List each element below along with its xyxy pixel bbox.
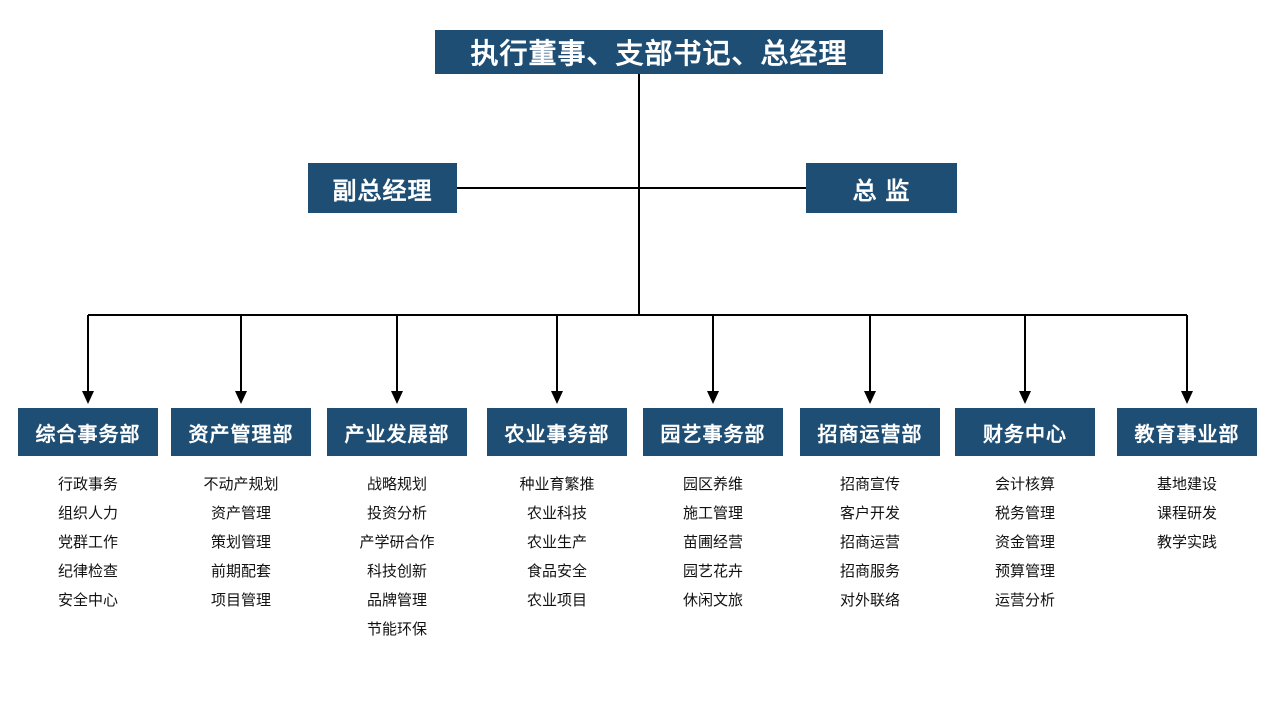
- dept-sub-item: 教学实践: [1156, 534, 1217, 551]
- dept-sub-item: 招商服务: [839, 563, 900, 580]
- dept-sub-item: 食品安全: [526, 563, 587, 580]
- dept-box-label: 招商运营部: [817, 423, 923, 446]
- dept-sub-item: 招商宣传: [839, 476, 900, 493]
- dept-box-1: 综合事务部: [18, 408, 158, 456]
- dept-sub-item: 安全中心: [57, 592, 118, 609]
- dept-box-label: 农业事务部: [504, 423, 610, 446]
- dept-sub-item: 施工管理: [682, 505, 743, 522]
- dept-sub-item: 品牌管理: [366, 592, 427, 609]
- dept-sub-item: 课程研发: [1156, 505, 1217, 522]
- dept-sub-item: 资产管理: [210, 505, 271, 522]
- dept-sub-item: 农业生产: [526, 534, 587, 551]
- connector-arrows: [82, 315, 1193, 404]
- dept-box-label: 资产管理部: [188, 423, 294, 446]
- dept-box-6: 招商运营部: [800, 408, 940, 456]
- dept-sub-list: 招商宣传客户开发招商运营招商服务对外联络: [795, 470, 945, 615]
- dept-sub-item: 节能环保: [366, 621, 427, 638]
- root-box-label: 执行董事、支部书记、总经理: [470, 38, 848, 69]
- dept-box-label: 园艺事务部: [660, 423, 766, 446]
- dept-sub-item: 税务管理: [994, 505, 1055, 522]
- dept-box-3: 产业发展部: [327, 408, 467, 456]
- dept-sub-item: 园区养维: [682, 476, 743, 493]
- dept-sub-list: 战略规划投资分析产学研合作科技创新品牌管理节能环保: [322, 470, 472, 644]
- dept-sub-item: 客户开发: [839, 505, 900, 522]
- root-box: 执行董事、支部书记、总经理: [435, 30, 883, 74]
- dept-sub-item: 前期配套: [210, 563, 271, 580]
- dept-sub-item: 不动产规划: [203, 476, 279, 493]
- dept-box-label: 产业发展部: [344, 423, 450, 446]
- dept-sub-item: 预算管理: [994, 563, 1055, 580]
- dept-sub-item: 基地建设: [1156, 476, 1217, 493]
- dept-sub-list: 不动产规划资产管理策划管理前期配套项目管理: [166, 470, 316, 615]
- dept-box-label: 综合事务部: [35, 423, 141, 446]
- dept-sub-item: 种业育繁推: [519, 476, 595, 493]
- dept-sub-list: 行政事务组织人力党群工作纪律检查安全中心: [13, 470, 163, 615]
- dept-sub-list: 园区养维施工管理苗圃经营园艺花卉休闲文旅: [638, 470, 788, 615]
- dept-box-2: 资产管理部: [171, 408, 311, 456]
- dept-sub-item: 招商运营: [839, 534, 900, 551]
- dept-sub-item: 科技创新: [366, 563, 427, 580]
- dept-box-label: 教育事业部: [1134, 423, 1240, 446]
- dept-sub-item: 资金管理: [994, 534, 1055, 551]
- dept-sub-item: 休闲文旅: [682, 592, 743, 609]
- dept-sub-item: 党群工作: [57, 534, 118, 551]
- dept-sub-item: 战略规划: [366, 476, 427, 493]
- dept-box-5: 园艺事务部: [643, 408, 783, 456]
- dept-sub-list: 会计核算税务管理资金管理预算管理运营分析: [950, 470, 1100, 615]
- dept-sub-item: 对外联络: [839, 592, 900, 609]
- dept-box-4: 农业事务部: [487, 408, 627, 456]
- dept-sub-item: 农业科技: [526, 505, 587, 522]
- deputy-gm-box: 副总经理: [308, 163, 457, 213]
- dept-box-8: 教育事业部: [1117, 408, 1257, 456]
- dept-sub-item: 产学研合作: [359, 534, 435, 551]
- dept-sub-item: 纪律检查: [57, 563, 118, 580]
- deputy-gm-label: 副总经理: [332, 177, 433, 205]
- dept-sub-list: 种业育繁推农业科技农业生产食品安全农业项目: [482, 470, 632, 615]
- dept-sub-item: 会计核算: [994, 476, 1055, 493]
- dept-sub-item: 运营分析: [994, 592, 1055, 609]
- dept-sub-item: 行政事务: [57, 476, 118, 493]
- dept-sub-item: 项目管理: [210, 592, 271, 609]
- dept-box-label: 财务中心: [983, 423, 1067, 446]
- dept-sub-item: 投资分析: [366, 505, 427, 522]
- dept-sub-item: 园艺花卉: [682, 563, 743, 580]
- dept-sub-item: 农业项目: [526, 592, 587, 609]
- dept-sub-item: 组织人力: [57, 505, 118, 522]
- dept-sub-item: 策划管理: [210, 534, 271, 551]
- director-label: 总 监: [852, 177, 911, 205]
- dept-sub-list: 基地建设课程研发教学实践: [1112, 470, 1262, 557]
- director-box: 总 监: [806, 163, 957, 213]
- dept-sub-item: 苗圃经营: [682, 534, 743, 551]
- dept-box-7: 财务中心: [955, 408, 1095, 456]
